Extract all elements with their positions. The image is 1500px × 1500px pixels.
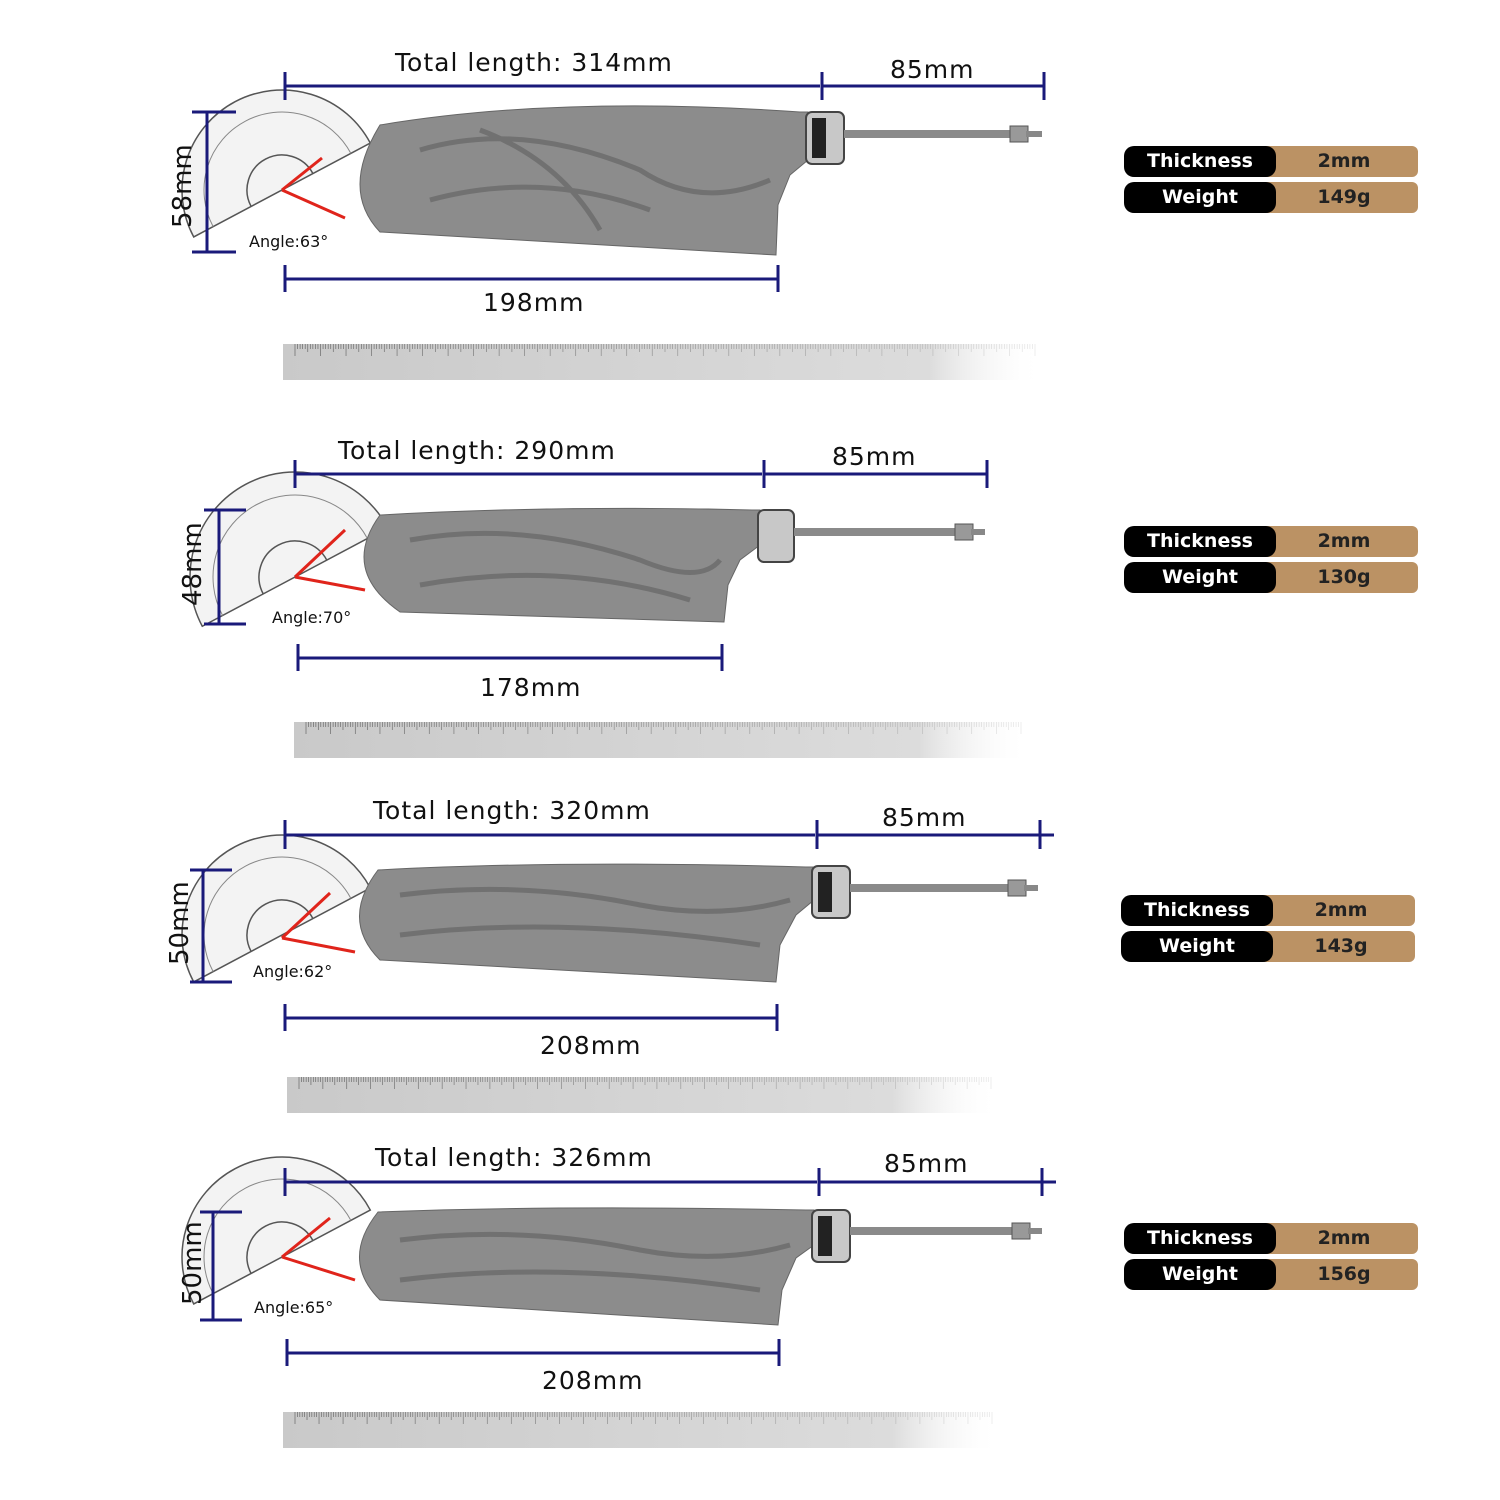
knife-panel-1: Total length: 314mm 85mm 58mm Angle:63° … <box>0 0 1500 390</box>
tang <box>850 1227 1012 1235</box>
spec-weight: Weight 149g <box>1124 182 1418 213</box>
spec-key: Weight <box>1121 931 1273 962</box>
ruler-scale <box>283 344 1043 380</box>
spec-key: Weight <box>1124 562 1276 593</box>
handle-length-label: 85mm <box>832 442 917 471</box>
ruler-scale <box>287 1077 999 1113</box>
ruler-scale <box>294 722 1029 758</box>
height-label: 58mm <box>168 144 198 228</box>
tang <box>794 528 959 536</box>
ruler <box>287 1077 999 1113</box>
protractor-icon <box>181 1156 372 1305</box>
protractor-icon <box>181 89 372 238</box>
spec-value: 2mm <box>1264 146 1418 177</box>
angle-label: Angle:70° <box>272 608 352 627</box>
blade-length-label: 178mm <box>480 673 582 702</box>
ruler-scale <box>283 1412 1000 1448</box>
spec-thickness: Thickness 2mm <box>1124 1223 1418 1254</box>
tang <box>850 884 1010 892</box>
handle-length-label: 85mm <box>882 803 967 832</box>
height-label: 50mm <box>165 881 195 965</box>
spec-key: Weight <box>1124 182 1276 213</box>
spec-key: Thickness <box>1124 1223 1276 1254</box>
blade-shape <box>359 863 815 983</box>
spec-thickness: Thickness 2mm <box>1124 146 1418 177</box>
bolster <box>811 1209 851 1263</box>
total-length-label: Total length: 320mm <box>373 796 651 825</box>
tang <box>844 130 1014 138</box>
blade-shape <box>359 1207 815 1326</box>
blade-length-label: 208mm <box>542 1366 644 1395</box>
ruler <box>283 1412 1000 1448</box>
ruler <box>294 722 1029 758</box>
knife-drawing <box>181 72 1046 292</box>
handle-length-label: 85mm <box>884 1149 969 1178</box>
spec-value: 143g <box>1261 931 1415 962</box>
handle-length-label: 85mm <box>890 55 975 84</box>
spec-key: Thickness <box>1124 146 1276 177</box>
spec-thickness: Thickness 2mm <box>1121 895 1415 926</box>
spec-value: 2mm <box>1264 526 1418 557</box>
protractor-icon <box>189 471 389 628</box>
blade-length-label: 198mm <box>483 288 585 317</box>
total-length-label: Total length: 326mm <box>375 1143 653 1172</box>
spec-weight: Weight 143g <box>1121 931 1415 962</box>
spec-key: Weight <box>1124 1259 1276 1290</box>
spec-weight: Weight 156g <box>1124 1259 1418 1290</box>
angle-label: Angle:62° <box>253 962 333 981</box>
height-label: 48mm <box>178 522 208 606</box>
bolster <box>811 865 851 919</box>
blade-shape <box>363 507 761 623</box>
bolster <box>757 509 795 563</box>
ruler <box>283 344 1043 380</box>
spec-thickness: Thickness 2mm <box>1124 526 1418 557</box>
spec-value: 2mm <box>1264 1223 1418 1254</box>
spec-value: 156g <box>1264 1259 1418 1290</box>
protractor-icon <box>181 834 372 983</box>
spec-key: Thickness <box>1121 895 1273 926</box>
spec-key: Thickness <box>1124 526 1276 557</box>
spec-value: 2mm <box>1261 895 1415 926</box>
blade-shape <box>359 105 809 256</box>
angle-label: Angle:65° <box>254 1298 334 1317</box>
height-label: 50mm <box>178 1221 208 1305</box>
spec-value: 149g <box>1264 182 1418 213</box>
spec-weight: Weight 130g <box>1124 562 1418 593</box>
blade-length-label: 208mm <box>540 1031 642 1060</box>
total-length-label: Total length: 290mm <box>338 436 616 465</box>
spec-value: 130g <box>1264 562 1418 593</box>
angle-label: Angle:63° <box>249 232 329 251</box>
total-length-label: Total length: 314mm <box>395 48 673 77</box>
